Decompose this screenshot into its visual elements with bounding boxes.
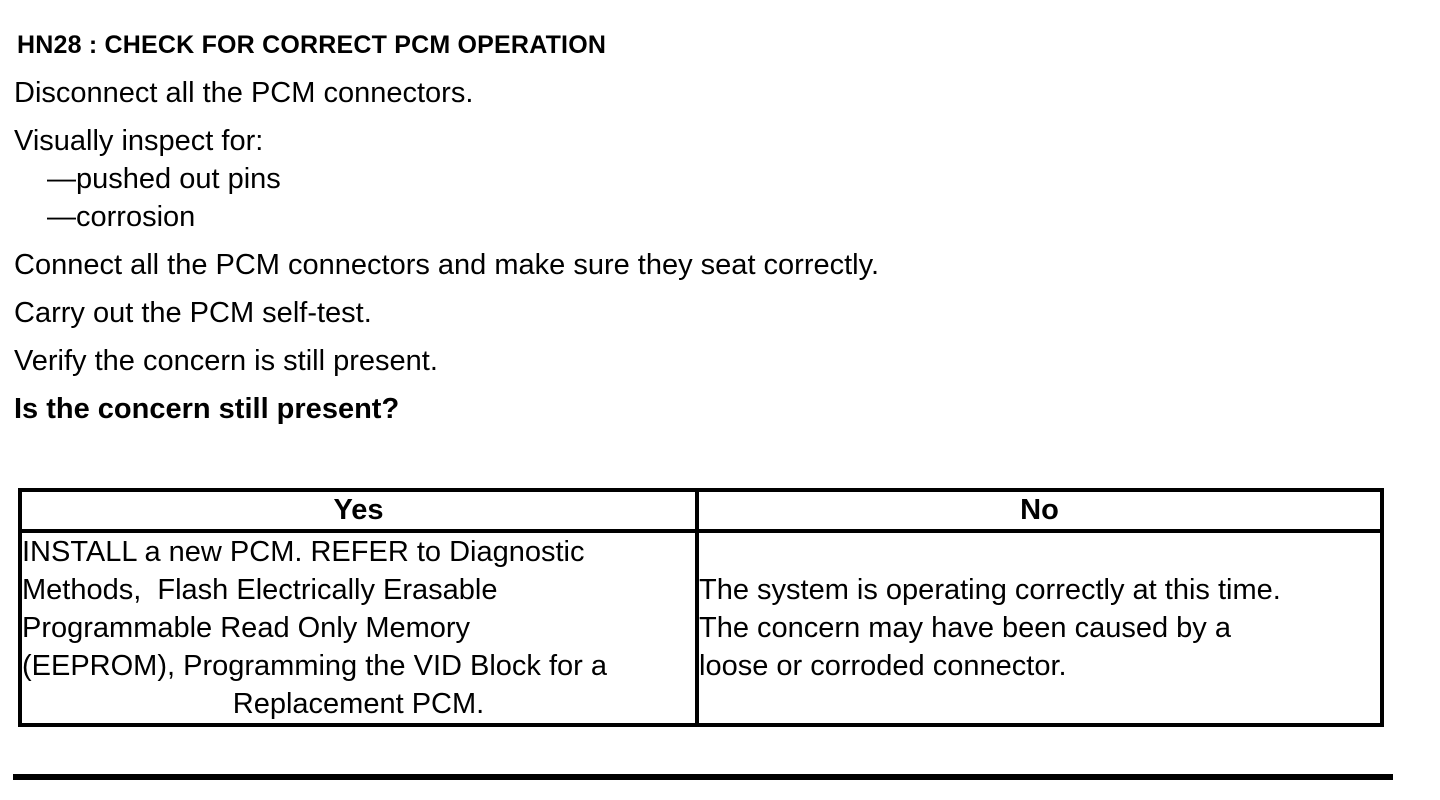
instruction-verify: Verify the concern is still present. <box>14 345 438 377</box>
instruction-self-test: Carry out the PCM self-test. <box>14 297 372 329</box>
no-cell-line-3: loose or corroded connector. <box>699 650 1067 682</box>
instruction-connect: Connect all the PCM connectors and make … <box>14 249 880 281</box>
inspection-list-item-corrosion: —corrosion <box>47 201 196 233</box>
page-title: HN28 : CHECK FOR CORRECT PCM OPERATION <box>17 31 607 59</box>
diagnostic-procedure-page: HN28 : CHECK FOR CORRECT PCM OPERATION D… <box>0 30 1440 800</box>
no-action-cell: The system is operating correctly at thi… <box>695 529 1384 727</box>
decision-table: Yes No INSTALL a new PCM. REFER to Diagn… <box>18 488 1384 727</box>
instruction-disconnect: Disconnect all the PCM connectors. <box>14 77 474 109</box>
instruction-inspect: Visually inspect for: <box>14 125 264 157</box>
no-cell-line-1: The system is operating correctly at thi… <box>699 574 1281 606</box>
yes-column-header: Yes <box>18 488 699 533</box>
decision-table-body-row: INSTALL a new PCM. REFER to Diagnostic M… <box>18 529 1384 727</box>
no-cell-line-2: The concern may have been caused by a <box>699 612 1231 644</box>
question-line: Is the concern still present? <box>14 393 400 425</box>
no-column-header: No <box>695 488 1384 533</box>
yes-action-cell: INSTALL a new PCM. REFER to Diagnostic M… <box>18 529 699 727</box>
yes-cell-line-2: Methods, Flash Electrically Erasable <box>22 574 498 606</box>
yes-cell-last-line: Replacement PCM. <box>232 688 485 720</box>
yes-cell-line-4: (EEPROM), Programming the VID Block for … <box>22 650 607 682</box>
bottom-divider-rule <box>13 774 1393 780</box>
yes-cell-line-3: Programmable Read Only Memory <box>22 612 471 644</box>
inspection-list-item-pins: —pushed out pins <box>47 163 281 195</box>
yes-cell-line-1: INSTALL a new PCM. REFER to Diagnostic <box>22 536 585 568</box>
inspection-list: —pushed out pins —corrosion <box>47 160 1440 236</box>
decision-table-header-row: Yes No <box>18 488 1384 533</box>
